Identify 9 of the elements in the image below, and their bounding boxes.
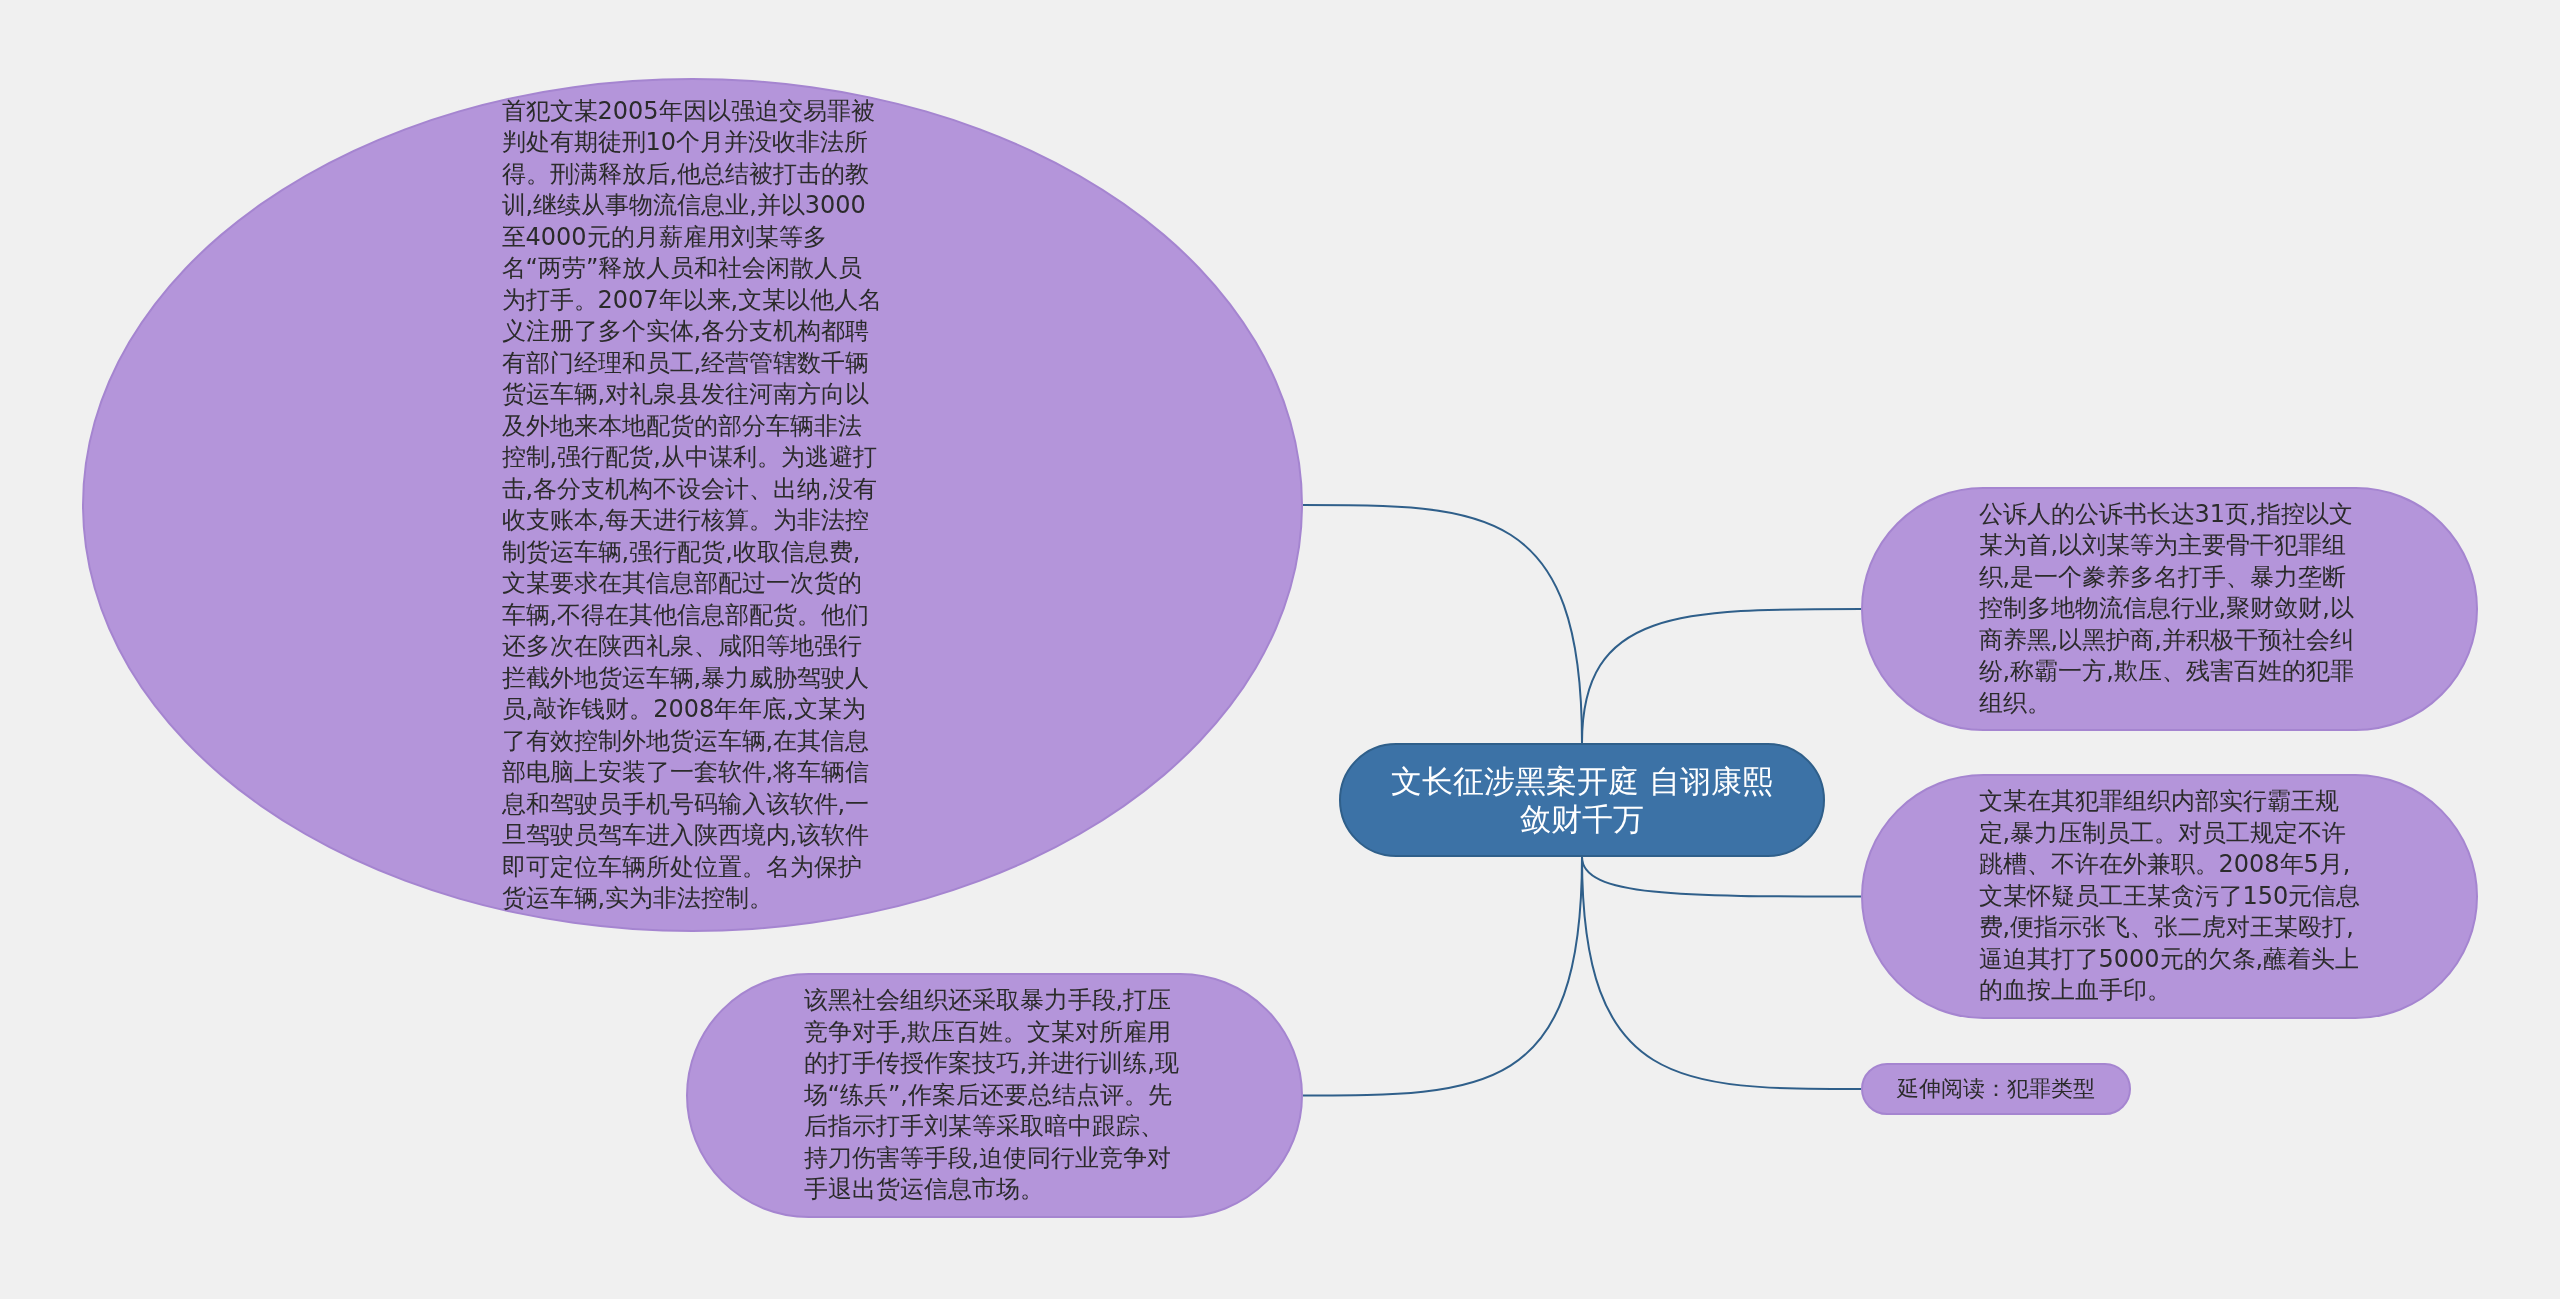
title-text: 文长征涉黑案开庭 自诩康熙敛财千万 (1390, 762, 1774, 838)
paragraph-text: 文某在其犯罪组织内部实行霸王规定,暴力压制员工。对员工规定不许跳槽、不许在外兼职。2008年5月,文某怀疑员工王某贪污了150元信息费,便指示张飞、张二虎对王某殴打,逼迫其打了5000元的欠条,蘸着头上的血按上血手印。 (1978, 786, 2361, 1007)
paragraph-text: 公诉人的公诉书长达31页,指控以文某为首,以刘某等为主要骨干犯罪组织,是一个豢养多名打手、暴力垄断控制多地物流信息行业,聚财敛财,以商养黑,以黑护商,并积极干预社会纠纷,称霸一方,欺压、残害百姓的犯罪组织。 (1978, 498, 2355, 719)
connector-line (1581, 608, 1862, 744)
paragraph-text: 该黑社会组织还采取暴力手段,打压竞争对手,欺压百姓。文某对所雇用的打手传授作案技巧,并进行训练,现场“练兵”,作案后还要总结点评。先后指示打手刘某等采取暗中跟踪、持刀伤害等手段,迫使同行业竞争对手退出货运信息市场。 (803, 985, 1180, 1206)
link-text: 延伸阅读：犯罪类型 (1897, 1075, 2095, 1104)
link-box (1861, 1063, 2131, 1115)
connector-line (1581, 856, 1862, 1090)
paragraph-text: 首犯文某2005年因以强迫交易罪被判处有期徒刑10个月并没收非法所得。刑满释放后,他总结被打击的教训,继续从事物流信息业,并以3000至4000元的月薪雇用刘某等多名“两劳”释放人员和社会闲散人员为打手。2007年以来,文某以他人名义注册了多个实体,各分支机构都聘有部门经理和员工,经营管辖数千辆货运车辆,对礼泉县发往河南方向以及外地来本地配货的部分车辆非法控制,强行配货,从中谋利。为逃避打击,各分支机构不设会计、出纳,没有收支账本,每天进行核算。为非法控制货运车辆,强行配货,收取信息费,文某要求在其信息部配过一次货的车辆,不得在其他信息部配货。他们还多次在陕西礼泉、咸阳等地强行拦截外地货运车辆,暴力威胁驾驶人员,敲诈钱财。2008年年底,文某为了有效控制外地货运车辆,在其信息部电脑上安装了一套软件,将车辆信息和驾驶员手机号码输入该软件,一旦驾驶员驾车进入陕西境内,该软件即可定位车辆所处位置。名为保护货运车辆,实为非法控制。 (501, 95, 884, 914)
